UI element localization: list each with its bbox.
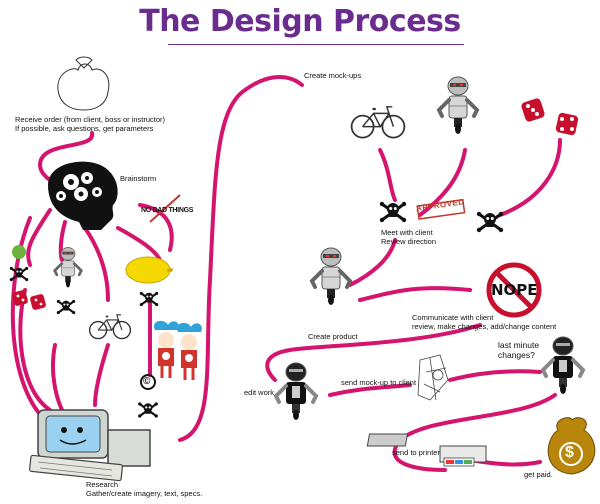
bicycle-icon [352,107,405,138]
receive-order-line-1: Receive order (from client, boss or inst… [15,115,165,124]
create-product-label: Create product [308,332,358,341]
receive-order-label: Receive order (from client, boss or inst… [15,115,165,133]
last-minute-label: last minute changes? [498,340,539,360]
bicycle-icon [90,315,131,339]
meet-client-line-2: Review direction [381,237,436,246]
communicate-line-1: Communicate with client [412,313,556,322]
research-line-1: Research [86,480,202,489]
meet-client-label: Meet with client Review direction [381,228,436,246]
sketch-icon [418,355,448,400]
receive-order-line-2: If possible, ask questions, get paramete… [15,124,165,133]
page-title: The Design Process [0,4,600,39]
skull-crossbones-icon [477,212,503,232]
title-rule [168,44,464,45]
dice-icon [11,289,46,310]
computer-icon [29,410,150,481]
green-ball-icon [12,245,26,259]
get-paid-label: get paid. [524,470,553,479]
skull-crossbones-icon [10,267,28,281]
nope-label: NOPE [491,283,538,298]
brainstorm-label: Brainstorm [120,174,156,183]
send-printer-label: send to printer [392,448,440,457]
send-mockup-label: send mock-up to client [341,378,416,387]
bag-sketch-icon [58,57,109,110]
create-mockups-label: Create mock-ups [304,71,361,80]
thing-characters-icon [154,321,202,380]
lemon-icon [126,257,173,283]
meet-client-line-1: Meet with client [381,228,436,237]
no-bad-things-label: NO BAD THINGS [141,206,193,215]
skull-crossbones-icon [57,300,75,314]
copyright-symbol: © [143,377,150,387]
skull-crossbones-icon [380,202,406,222]
communicate-label: Communicate with client review, make cha… [412,313,556,331]
money-symbol: $ [565,445,574,461]
robot-icon [543,337,583,394]
edit-work-label: edit work [244,388,274,397]
skull-gears-icon [48,162,118,230]
dice-icon [520,97,578,135]
robot-icon [312,248,350,305]
last-minute-line-1: last minute [498,340,539,350]
robot-icon [55,248,82,288]
research-label: Research Gather/create imagery, text, sp… [86,480,202,498]
last-minute-line-2: changes? [498,350,539,360]
research-line-2: Gather/create imagery, text, specs. [86,489,202,498]
communicate-line-2: review, make changes, add/change content [412,322,556,331]
robot-icon [439,77,477,134]
robot-icon [276,363,316,420]
skull-crossbones-icon [138,402,158,417]
